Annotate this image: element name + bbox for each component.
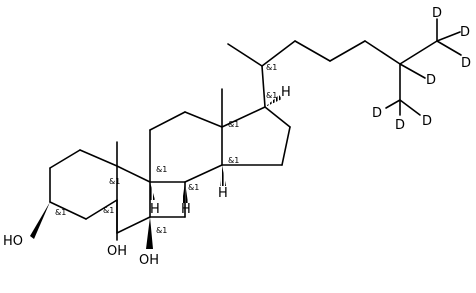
- stereo-label-c6: &1: [156, 226, 167, 235]
- wedge-bond-6-oh: [146, 217, 153, 249]
- atom-label-14-hydrogen: H: [218, 186, 228, 201]
- hashed-bond-14-h: [220, 165, 226, 186]
- atom-label-9-hydrogen: H: [150, 202, 160, 217]
- side-chain: [227, 40, 438, 108]
- stereo-label-c13: &1: [228, 120, 239, 129]
- atom-label-deuterium: D: [426, 73, 436, 88]
- atom-label-6-hydroxyl: OH: [139, 253, 159, 268]
- atom-label-deuterium: D: [372, 106, 382, 121]
- atom-labels: HO OH OH H H H H D D D D D D D: [3, 6, 471, 268]
- ring-c: [149, 111, 223, 218]
- stereo-label-c10: &1: [109, 177, 120, 186]
- atom-label-8-hydrogen: H: [181, 202, 191, 217]
- stereo-labels: &1 &1 &1 &1 &1 &1 &1 &1 &1 &1: [55, 63, 277, 235]
- stereo-label-c8: &1: [188, 183, 199, 192]
- wedge-bond-3-oh: [30, 202, 50, 239]
- substituent-bonds: [30, 95, 282, 249]
- hashed-bond-8-h: [182, 182, 188, 203]
- ring-b: [116, 165, 151, 234]
- atom-label-deuterium: D: [432, 6, 442, 21]
- stereo-label-c5: &1: [103, 206, 114, 215]
- atom-label-deuterium: D: [395, 118, 405, 133]
- hashed-bond-9-h: [150, 182, 155, 200]
- atom-label-5-hydroxyl: OH: [107, 244, 127, 259]
- stereo-label-c20: &1: [266, 63, 277, 72]
- atom-label-deuterium: D: [461, 56, 471, 71]
- ring-a: [49, 149, 118, 220]
- stereo-label-c14: &1: [228, 156, 239, 165]
- deuterium-bonds: [385, 18, 462, 116]
- ring-d: [221, 106, 291, 166]
- atom-label-17-hydrogen: H: [281, 85, 291, 100]
- atom-label-deuterium: D: [422, 114, 432, 129]
- stereo-label-c9: &1: [156, 165, 167, 174]
- atom-label-deuterium: D: [460, 25, 470, 40]
- angular-methyls: [116, 88, 223, 167]
- atom-label-3-hydroxyl: HO: [3, 234, 23, 249]
- stereo-label-c3: &1: [55, 208, 66, 217]
- stereo-label-c17: &1: [266, 91, 277, 100]
- hashed-bond-17-h: [265, 95, 282, 107]
